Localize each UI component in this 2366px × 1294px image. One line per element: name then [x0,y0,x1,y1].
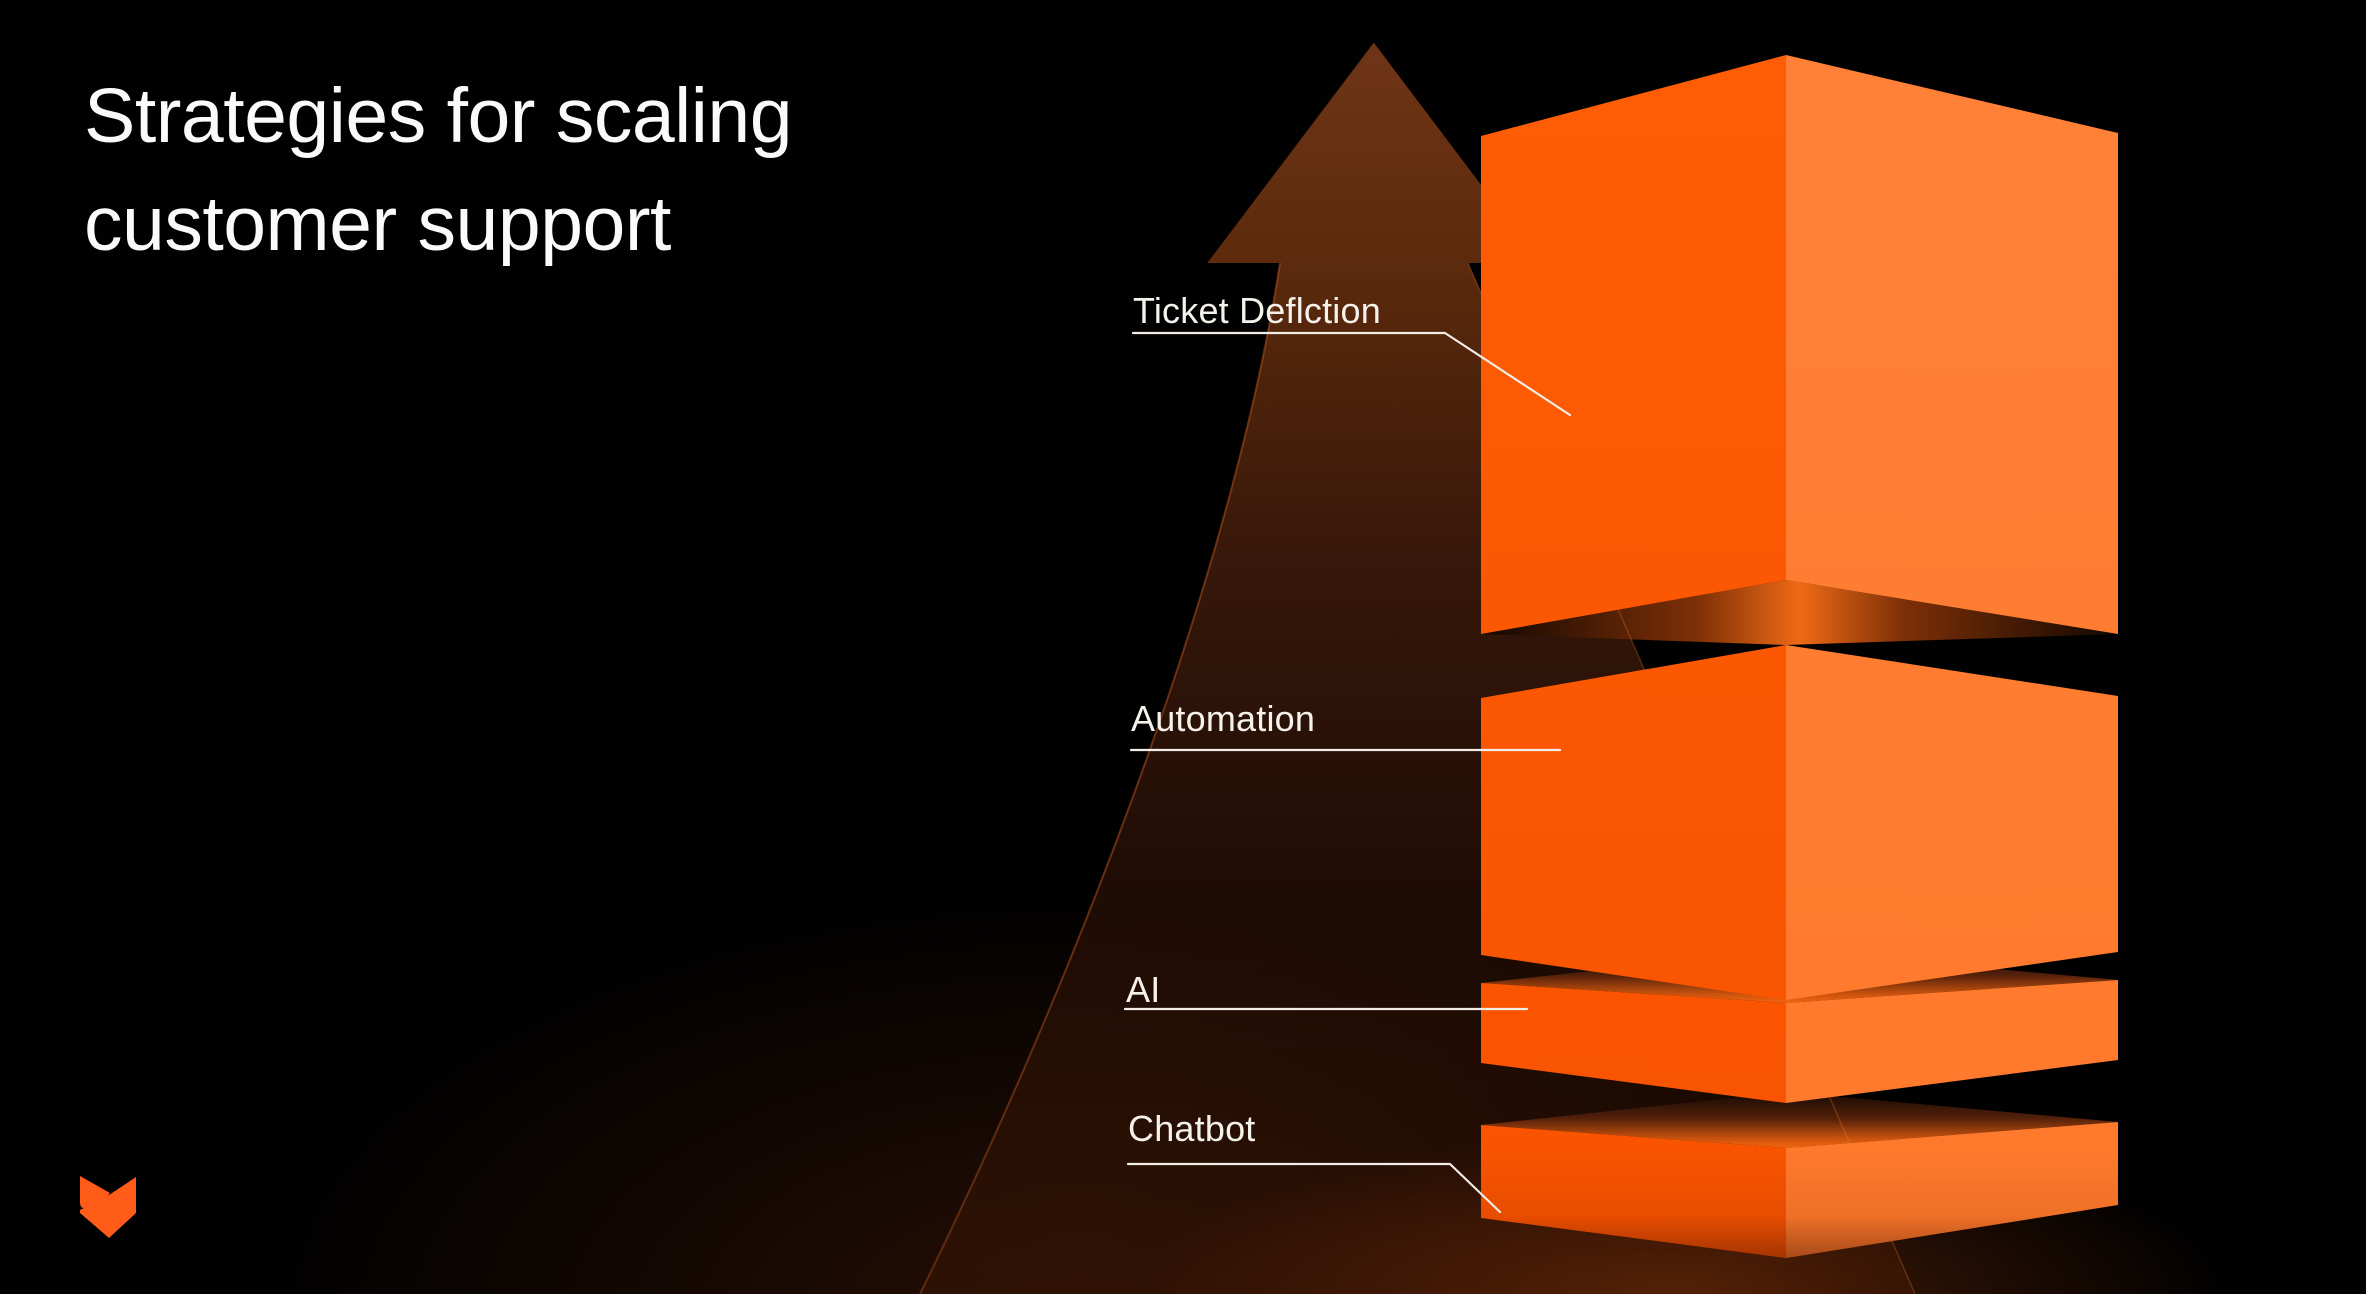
box-ai [1481,980,2118,1103]
layer-label-ticket-deflection: Ticket Deflction [1133,290,1381,331]
box-automation [1481,645,2118,1000]
layer-label-automation: Automation [1131,698,1316,739]
page-title-line2: customer support [84,181,671,267]
connector-chatbot [1126,1162,1502,1214]
box-ticket-deflection [1481,55,2118,634]
label-connectors [1123,331,1572,1214]
page-title-line1: Strategies for scaling [84,73,793,159]
box-chatbot [1481,1122,2118,1258]
connector-ticket-deflection [1131,331,1572,417]
layer-label-chatbot: Chatbot [1128,1108,1256,1149]
layer-label-ai: AI [1126,969,1161,1010]
brand-logo-icon [80,1176,136,1238]
page-title: Strategies for scaling customer support [84,62,793,278]
